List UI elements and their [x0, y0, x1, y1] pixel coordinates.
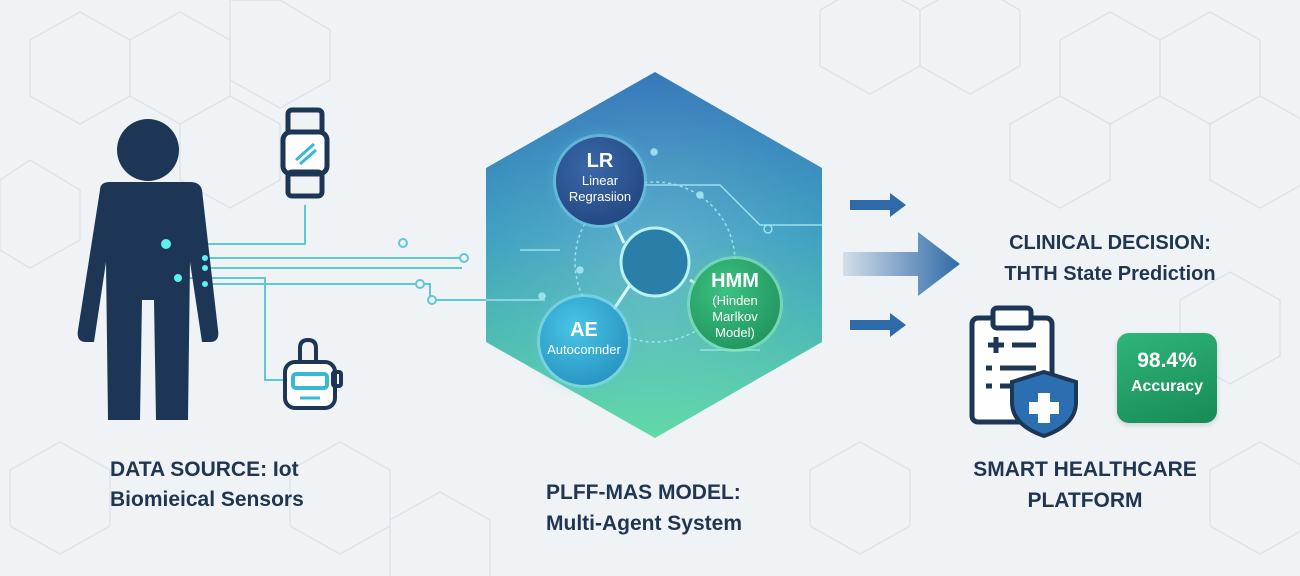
agent-ae-node: AE Autoconnder: [540, 297, 628, 385]
agent-lr-name-line2: Regrasiion: [568, 189, 632, 204]
model-label: PLFF-MAS MODEL: Multi-Agent System: [546, 477, 742, 539]
data-source-line1: DATA SOURCE: Iot: [110, 458, 299, 481]
agent-lr-node: LR Linear Regrasiion: [556, 137, 644, 225]
output-arrows: [843, 193, 960, 337]
agent-ae-abbr: AE: [570, 319, 598, 341]
decision-line1: CLINICAL DECISION:: [1009, 232, 1211, 254]
accuracy-label: Accuracy: [1130, 378, 1204, 395]
data-source-line2: Biomieical Sensors: [110, 488, 304, 511]
agent-hmm-abbr: HMM: [711, 270, 759, 292]
agent-hmm-name-line1: (Hinden Marlkov: [712, 293, 758, 324]
agent-lr-name-line1: Linear: [581, 173, 619, 188]
platform-label: SMART HEALTHCARE PLATFORM: [955, 454, 1215, 516]
pulse-oximeter-icon: [283, 337, 343, 410]
agent-hmm-node: HMM (Hinden Marlkov Model): [690, 259, 780, 349]
person-silhouette-icon: [77, 119, 219, 420]
platform-line2: PLATFORM: [1027, 489, 1143, 512]
arrow-main: [843, 232, 960, 296]
core-node: [619, 226, 691, 298]
agent-hmm-name-line2: Model): [715, 325, 755, 340]
shield-plus-icon: [1010, 369, 1078, 439]
model-line2: Multi-Agent System: [546, 512, 743, 535]
decision-line2: THTH State Prediction: [1004, 263, 1216, 285]
model-line1: PLFF-MAS MODEL:: [546, 481, 741, 504]
data-source-label: DATA SOURCE: Iot Biomieical Sensors: [110, 455, 304, 515]
agent-lr-abbr: LR: [586, 150, 614, 172]
sensor-connector-lines: [166, 205, 540, 381]
accuracy-badge: 98.4% Accuracy: [1117, 333, 1217, 423]
accuracy-value: 98.4%: [1137, 349, 1197, 372]
arrow-bottom: [850, 313, 906, 337]
agent-ae-name-line1: Autoconnder: [547, 342, 621, 357]
sensor-points: [161, 239, 208, 287]
arrow-top: [850, 193, 906, 217]
clinical-decision-label: CLINICAL DECISION: THTH State Prediction: [985, 228, 1235, 290]
smartwatch-icon: [280, 107, 330, 199]
platform-line1: SMART HEALTHCARE: [973, 458, 1197, 481]
